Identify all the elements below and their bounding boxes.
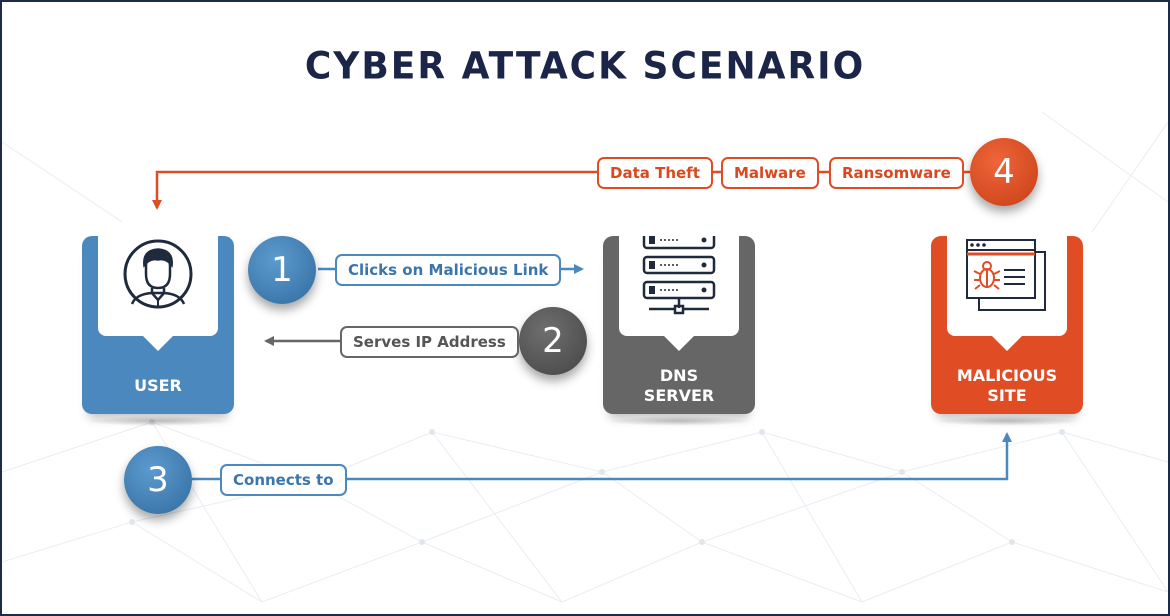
dns-icon-card [619,236,739,336]
step-1-label: Clicks on Malicious Link [335,254,562,286]
step-4-label-data-theft: Data Theft [597,157,713,189]
bug-window-icon [966,239,1046,311]
user-node-label: USER [134,376,182,395]
step-2-label: Serves IP Address [340,326,519,358]
server-rack-icon [642,236,716,315]
step-3-label: Connects to [220,464,347,496]
step-4-label-malware: Malware [721,157,819,189]
arrow-step-3 [192,432,1012,481]
step-2-badge: 2 [519,307,587,375]
step-3-badge: 3 [124,446,192,514]
step-4-label-ransomware: Ransomware [829,157,964,189]
user-icon [123,239,193,309]
step-1-badge: 1 [248,236,316,304]
diagram-title: CYBER ATTACK SCENARIO [304,44,866,89]
user-node: USER [82,236,234,414]
step-4-badge: 4 [970,138,1038,206]
